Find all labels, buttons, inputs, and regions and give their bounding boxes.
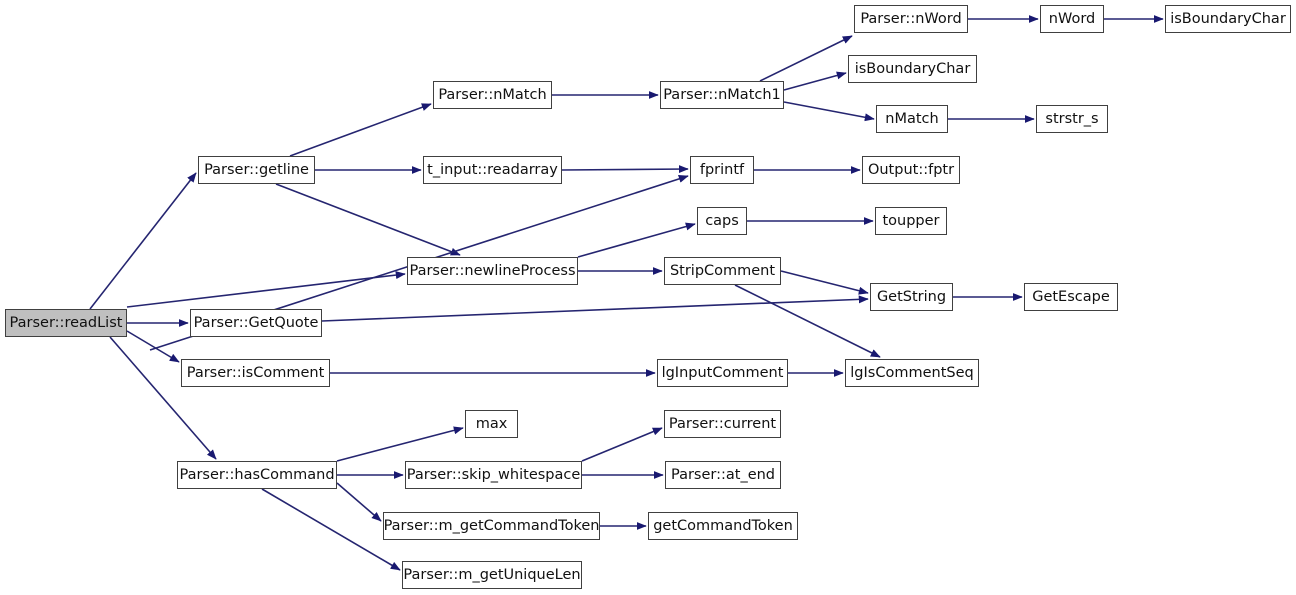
graph-node-label: Parser::hasCommand [179,466,335,483]
graph-node-label: GetString [876,288,947,305]
graph-edge-readList-to-hasCommand [109,336,217,460]
graph-node-m_getUniqueLen[interactable]: Parser::m_getUniqueLen [402,561,582,589]
graph-node-fprintf[interactable]: fprintf [690,156,754,184]
graph-node-isComment[interactable]: Parser::isComment [181,359,330,387]
graph-node-strstr_s[interactable]: strstr_s [1036,105,1108,133]
graph-node-label: getCommandToken [653,517,793,534]
graph-node-StripComment[interactable]: StripComment [664,257,781,285]
graph-node-label: Parser::isComment [186,364,325,381]
graph-node-nMatchPlain[interactable]: nMatch [876,105,948,133]
graph-node-label: Parser::nWord [860,10,962,27]
graph-node-GetEscape[interactable]: GetEscape [1024,283,1118,311]
graph-edge-StripComment-to-lgIsCommentSeq [734,284,881,358]
graph-node-label: GetEscape [1032,288,1110,305]
graph-node-label: fprintf [699,161,745,178]
graph-node-label: isBoundaryChar [1170,10,1286,27]
graph-node-max[interactable]: max [465,410,518,438]
graph-edge-getline-to-newlineProcess [275,183,461,256]
graph-node-GetString[interactable]: GetString [870,283,953,311]
graph-edge-GetQuote-to-GetString [321,295,869,322]
graph-node-label: nWord [1048,10,1096,27]
graph-edge-nMatch1-to-nWordQ [759,35,853,82]
graph-edge-newlineProcess-to-caps [577,222,696,258]
graph-node-label: Parser::GetQuote [193,314,319,331]
graph-node-label: Parser::nMatch [438,86,547,103]
graph-node-fptr[interactable]: Output::fptr [862,156,960,184]
graph-edge-nMatch1-to-nMatchPlain [783,101,875,122]
graph-edge-readList-to-isComment [126,330,180,363]
graph-node-label: Parser::skip_whitespace [406,466,581,483]
graph-node-label: toupper [882,212,940,229]
graph-node-label: max [475,415,508,432]
graph-node-nMatch[interactable]: Parser::nMatch [433,81,552,109]
graph-node-label: caps [705,212,739,229]
graph-edge-readList-to-newlineProcess [126,271,406,308]
graph-edge-nMatch1-to-isBoundaryChar2 [783,71,847,91]
graph-node-label: Output::fptr [867,161,955,178]
graph-node-label: Parser::readList [9,314,123,331]
graph-edge-hasCommand-to-max [336,426,464,462]
graph-node-label: t_input::readarray [427,161,558,178]
graph-node-label: Parser::current [668,415,777,432]
graph-node-label: Parser::m_getUniqueLen [403,566,581,583]
graph-node-newlineProcess[interactable]: Parser::newlineProcess [407,257,578,285]
graph-edge-readarray-to-fprintf [561,165,689,174]
graph-node-label: Parser::nMatch1 [663,86,781,103]
graph-node-label: Parser::getline [204,161,309,178]
graph-node-isBoundaryChar2[interactable]: isBoundaryChar [848,55,977,83]
graph-node-hasCommand[interactable]: Parser::hasCommand [177,461,337,489]
graph-edge-getline-to-nMatch [289,103,432,157]
graph-edge-hasCommand-to-m_getUniqueLen [261,488,401,571]
graph-node-isBoundaryChar1[interactable]: isBoundaryChar [1165,5,1291,33]
graph-node-nWordQ[interactable]: Parser::nWord [854,5,968,33]
graph-node-skip_whitespace[interactable]: Parser::skip_whitespace [405,461,582,489]
graph-node-readList[interactable]: Parser::readList [5,309,127,337]
graph-node-GetQuote[interactable]: Parser::GetQuote [190,309,322,337]
graph-node-lgIsCommentSeq[interactable]: lgIsCommentSeq [845,359,979,387]
graph-node-label: StripComment [669,262,776,279]
graph-node-lgInputComment[interactable]: lgInputComment [657,359,788,387]
graph-node-label: Parser::at_end [670,466,776,483]
graph-node-nMatch1[interactable]: Parser::nMatch1 [660,81,784,109]
graph-edge-skip_whitespace-to-current [581,427,663,462]
graph-node-current[interactable]: Parser::current [664,410,781,438]
graph-node-label: lgIsCommentSeq [850,364,974,381]
graph-node-toupper[interactable]: toupper [875,207,947,235]
graph-edge-StripComment-to-GetString [780,270,869,295]
graph-node-m_getCommandToken[interactable]: Parser::m_getCommandToken [383,512,600,540]
graph-node-getline[interactable]: Parser::getline [198,156,315,184]
graph-node-label: Parser::m_getCommandToken [383,517,600,534]
graph-node-label: Parser::newlineProcess [409,262,576,279]
graph-node-label: nMatch [885,110,939,127]
graph-node-label: lgInputComment [661,364,784,381]
graph-node-caps[interactable]: caps [697,207,747,235]
graph-node-nWordPlain[interactable]: nWord [1040,5,1104,33]
graph-node-label: strstr_s [1045,110,1099,127]
graph-edge-hasCommand-to-m_getCommandToken [336,482,382,522]
graph-node-label: isBoundaryChar [854,60,971,77]
graph-node-getCommandToken[interactable]: getCommandToken [648,512,798,540]
graph-edge-readList-to-getline [89,172,197,310]
graph-node-at_end[interactable]: Parser::at_end [665,461,781,489]
graph-node-readarray[interactable]: t_input::readarray [423,156,562,184]
